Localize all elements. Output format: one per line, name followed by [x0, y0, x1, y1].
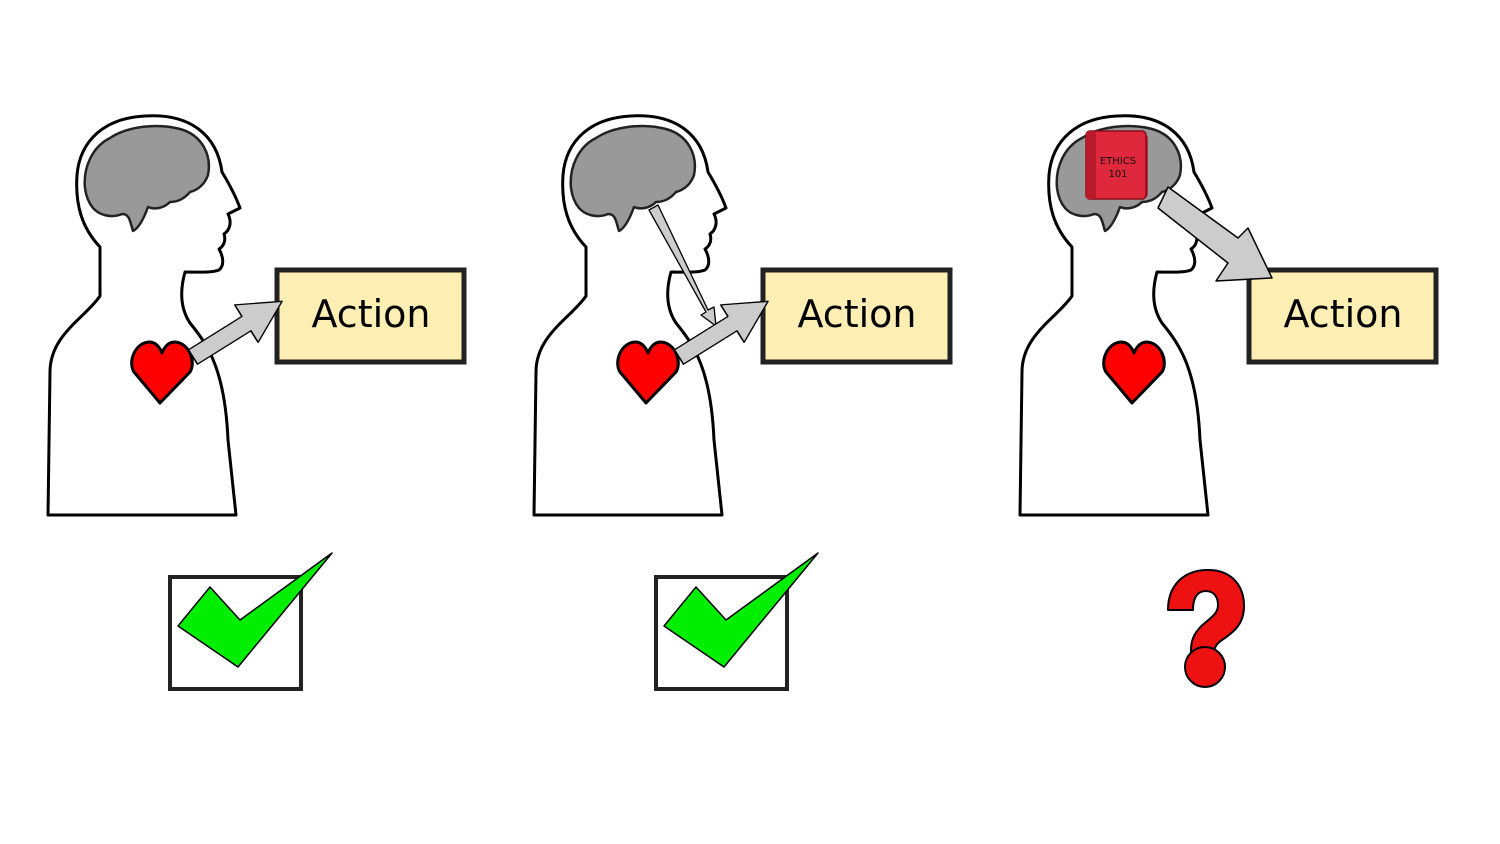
panel-heart-brain: Action	[534, 116, 950, 689]
checkmark-icon	[656, 553, 818, 689]
panel-brain: ETHICS 101 Action	[1020, 116, 1436, 687]
book-title-line2: 101	[1108, 169, 1127, 180]
action-label: Action	[1283, 292, 1402, 336]
panel-heart: Action	[48, 116, 464, 689]
ethics-book-icon: ETHICS 101	[1086, 131, 1147, 199]
action-label: Action	[311, 292, 430, 336]
question-mark-icon	[1168, 570, 1244, 687]
action-label: Action	[797, 292, 916, 336]
checkmark-icon	[170, 553, 332, 689]
book-title-line1: ETHICS	[1100, 156, 1136, 167]
